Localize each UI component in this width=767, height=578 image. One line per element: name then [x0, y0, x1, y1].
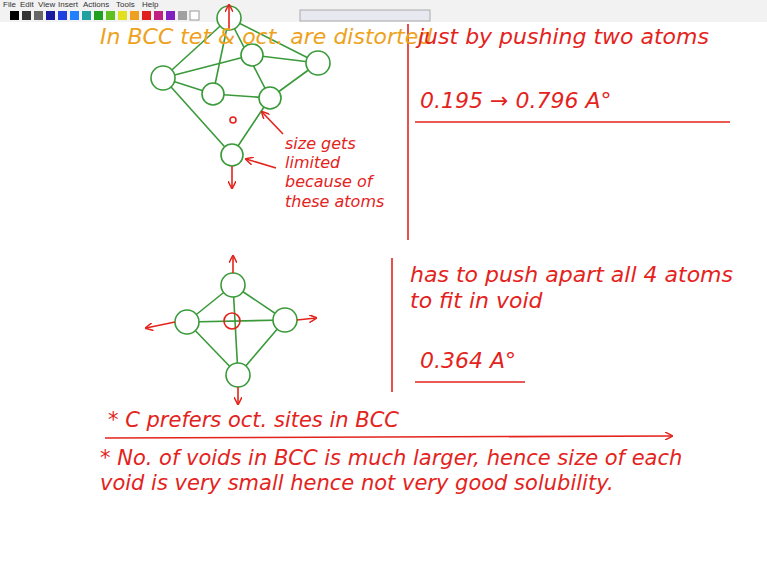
conclusion-note: * C prefers oct. sites in BCC — [108, 408, 668, 433]
slide-title: In BCC tet & oct. are distorted — [100, 24, 432, 50]
menu-item: File — [3, 0, 16, 10]
menu-item: Tools — [116, 0, 135, 10]
value-text: 0.364 A° — [420, 348, 516, 374]
menu-item: Help — [142, 0, 158, 10]
value-text: 0.195 → 0.796 A° — [420, 88, 611, 114]
toolbar — [0, 0, 767, 22]
menu-item: Edit — [20, 0, 34, 10]
menu-item: View — [38, 0, 55, 10]
menu-item: Insert — [58, 0, 78, 10]
callout-note: size gets limited because of these atoms — [285, 134, 405, 211]
note-text: has to push apart all 4 atoms to fit in … — [410, 262, 750, 315]
conclusion-note: * No. of voids in BCC is much larger, he… — [100, 446, 700, 496]
note-text: just by pushing two atoms — [418, 24, 738, 50]
menu-item: Actions — [83, 0, 109, 10]
tetrahedral-void-figure — [175, 273, 297, 387]
